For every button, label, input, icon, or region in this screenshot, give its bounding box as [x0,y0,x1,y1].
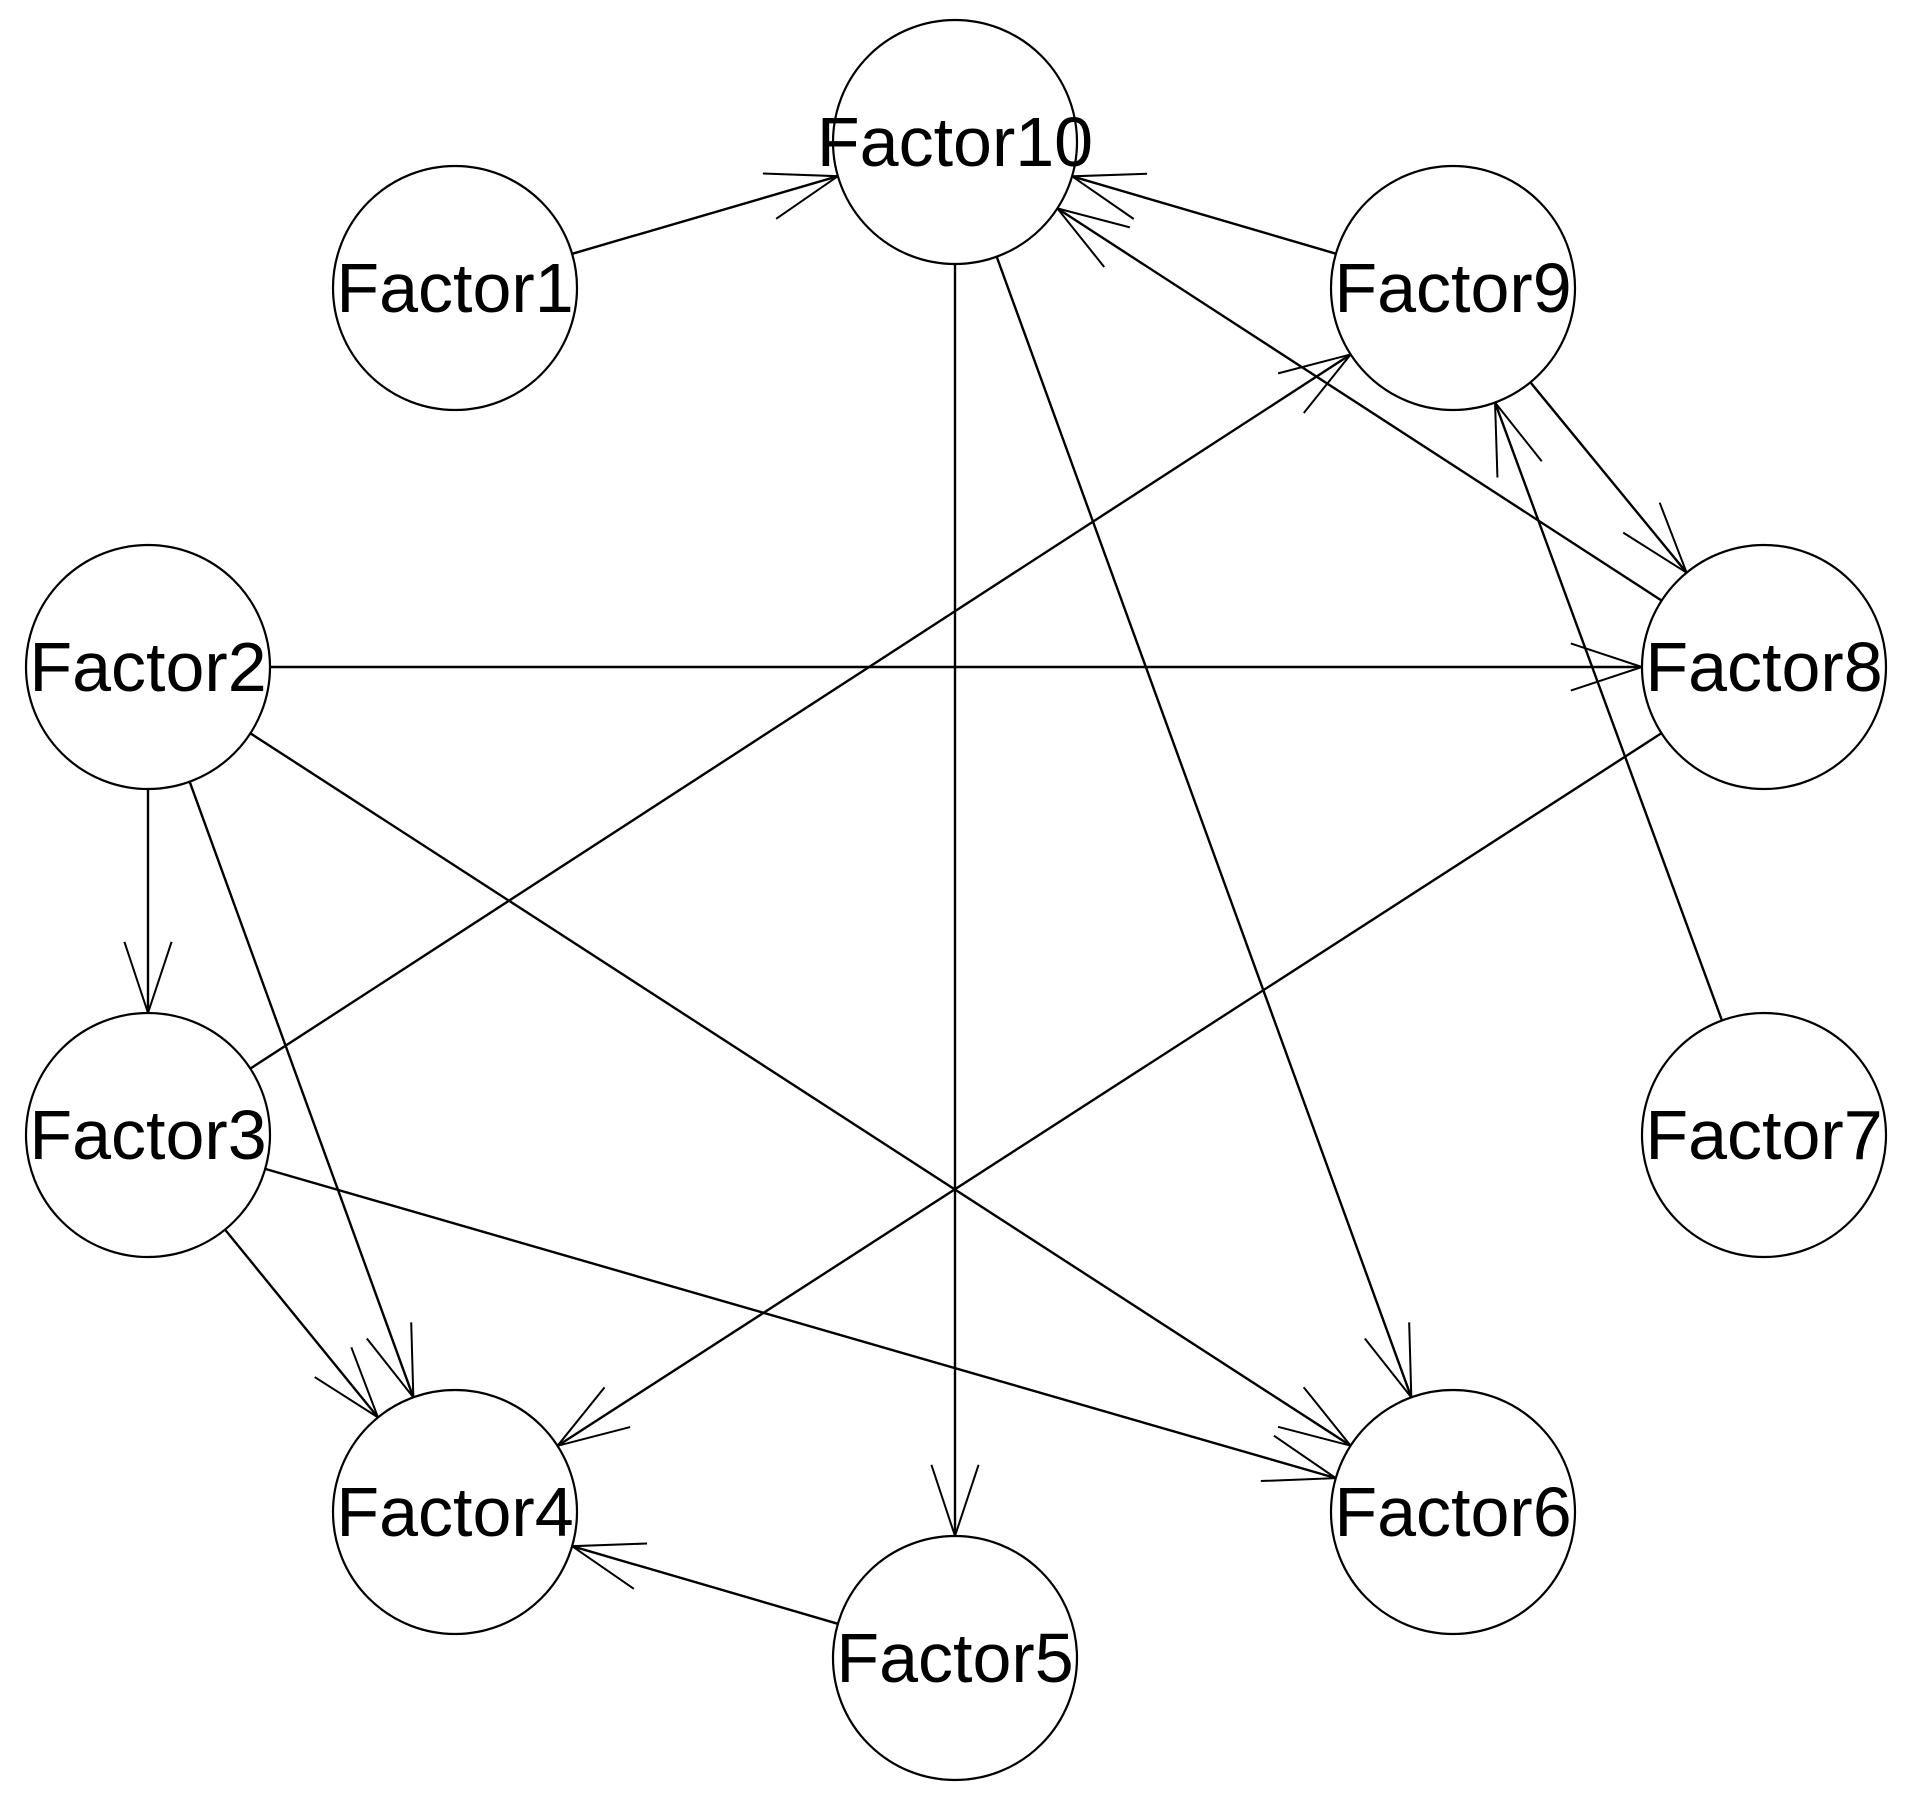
nodes-layer: Factor10 Factor1 Factor9 Factor2 Factor8… [24,18,1888,1782]
edge-factor7-to-factor9-line [1493,402,1724,1021]
node-factor3[interactable]: Factor3 [24,1011,272,1259]
node-factor6-circle [1329,1388,1577,1636]
node-factor4-circle [331,1388,579,1636]
edges-layer [123,172,1724,1625]
node-factor4[interactable]: Factor4 [331,1388,579,1636]
edge-factor10-to-factor6-line [995,256,1413,1398]
edge-factor8-to-factor4-line [556,732,1663,1447]
edge-factor3-to-factor4 [224,1228,380,1420]
node-factor2-label: Factor2 [29,628,266,706]
node-factor4-label: Factor4 [336,1473,573,1551]
edge-factor5-to-factor4-line [571,1545,839,1625]
node-factor2-circle [24,543,272,791]
edge-factor2-to-factor6 [249,732,1354,1448]
edge-factor2-to-factor3 [123,789,173,1017]
node-factor1-circle [331,164,579,412]
node-factor3-label: Factor3 [29,1096,266,1174]
node-factor6[interactable]: Factor6 [1329,1388,1577,1636]
node-factor8-circle [1640,543,1888,791]
edge-factor1-to-factor10 [571,172,841,255]
edge-factor8-to-factor4 [554,732,1663,1448]
edge-factor3-to-factor9 [249,352,1354,1070]
edge-factor1-to-factor10-line [571,175,839,255]
node-factor7[interactable]: Factor7 [1640,1011,1888,1259]
edge-factor9-to-factor8-line [1529,381,1688,574]
edge-factor9-to-factor10 [1069,172,1337,255]
node-factor1-label: Factor1 [336,249,573,327]
edge-factor3-to-factor4-line [224,1228,379,1419]
edge-factor8-to-factor4-arrowhead [554,1386,631,1448]
edge-factor9-to-factor10-line [1071,175,1337,255]
edge-factor8-to-factor10-line [1056,207,1663,602]
node-factor10[interactable]: Factor10 [817,18,1093,266]
edge-factor9-to-factor8 [1529,381,1689,576]
node-factor5-label: Factor5 [836,1619,1073,1697]
node-factor8-label: Factor8 [1645,628,1882,706]
node-factor9-circle [1329,164,1577,412]
node-factor10-label: Factor10 [817,103,1093,181]
edge-factor2-to-factor6-line [249,732,1352,1447]
node-factor6-label: Factor6 [1334,1473,1571,1551]
edge-factor2-to-factor4-line [188,781,415,1398]
node-factor8[interactable]: Factor8 [1640,543,1888,791]
node-factor7-circle [1640,1011,1888,1259]
edge-factor10-to-factor5 [930,264,980,1540]
edge-factor5-to-factor4 [569,1542,839,1625]
node-factor9[interactable]: Factor9 [1329,164,1577,412]
node-factor9-label: Factor9 [1334,249,1571,327]
node-factor5-circle [831,1534,1079,1782]
edge-factor8-to-factor10-arrowhead [1054,206,1131,268]
edge-factor3-to-factor9-arrowhead [1277,352,1354,414]
node-factor5[interactable]: Factor5 [831,1534,1079,1782]
edge-factor3-to-factor6-line [264,1167,1337,1480]
edge-factor3-to-factor9-line [249,353,1352,1070]
node-factor3-circle [24,1011,272,1259]
node-factor10-circle [831,18,1079,266]
edge-factor2-to-factor6-arrowhead [1277,1386,1354,1448]
node-factor1[interactable]: Factor1 [331,164,579,412]
node-factor7-label: Factor7 [1645,1096,1882,1174]
node-factor2[interactable]: Factor2 [24,543,272,791]
edge-factor10-to-factor6 [995,256,1413,1401]
